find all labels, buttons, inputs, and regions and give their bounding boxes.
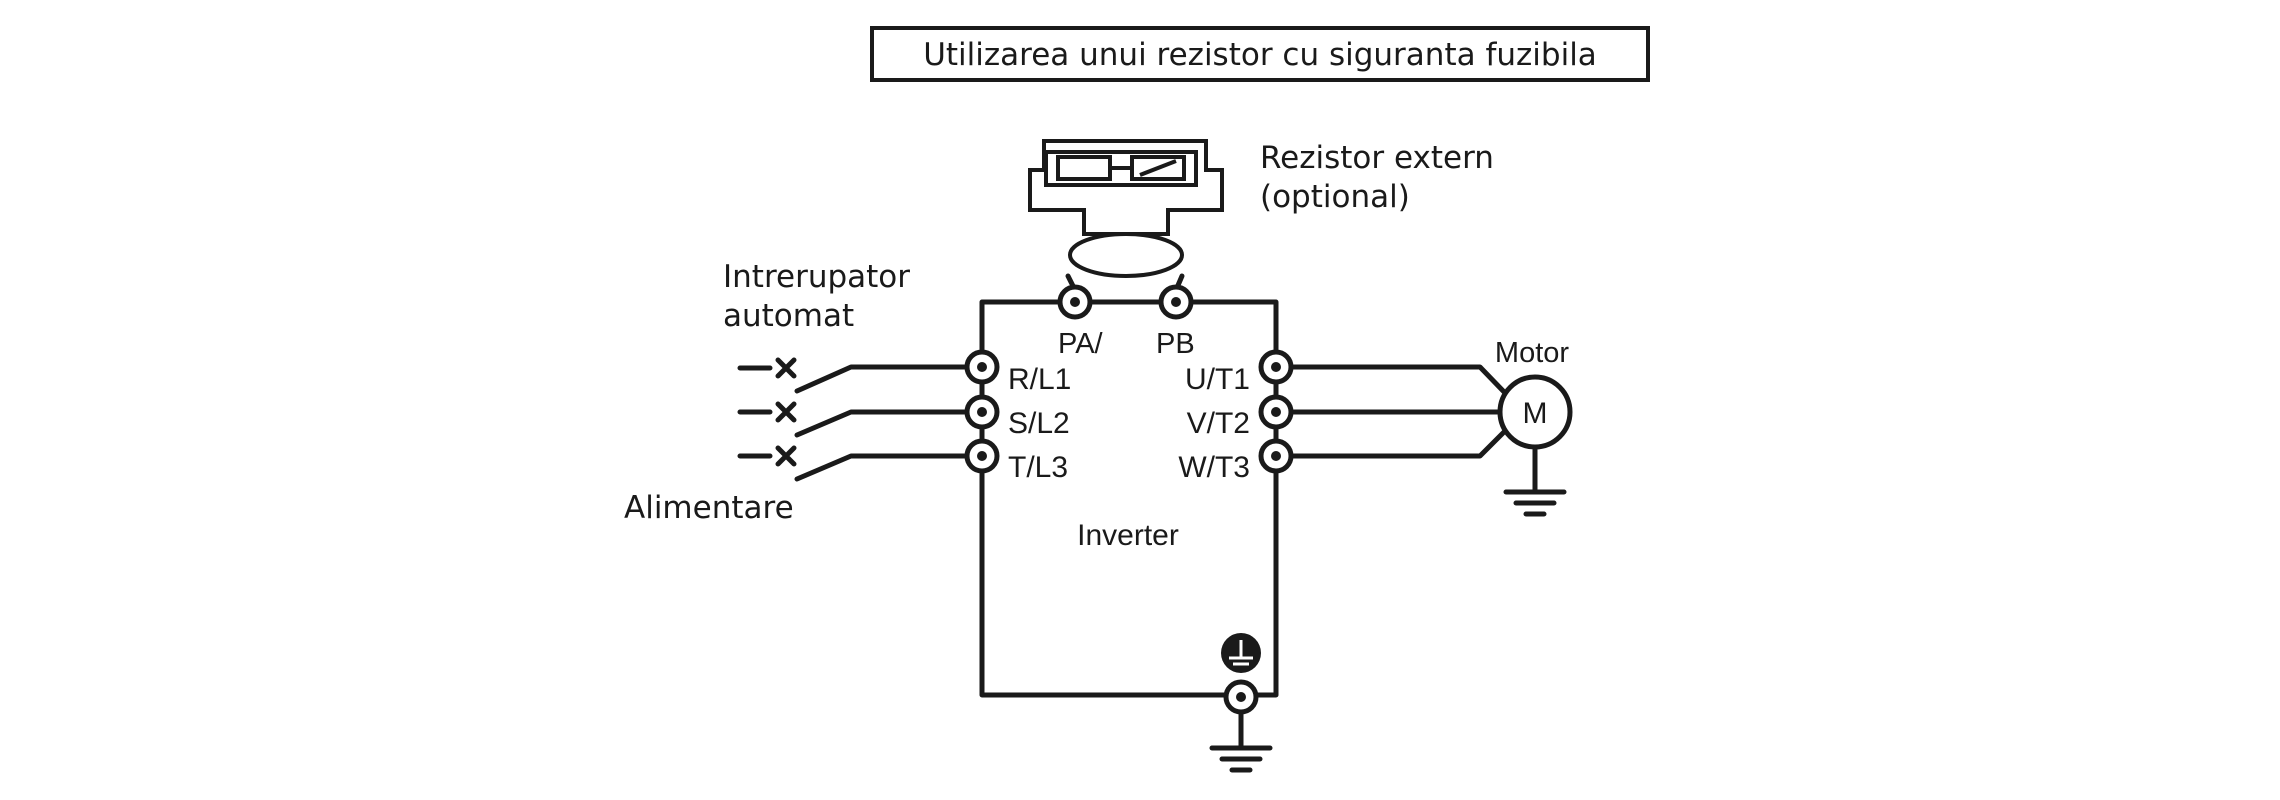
ground-icon [1503, 444, 1567, 517]
terminal-label-s: S/L2 [1008, 407, 1070, 440]
motor: M [1497, 374, 1573, 450]
title-box: Utilizarea unui rezistor cu siguranta fu… [870, 26, 1650, 82]
terminal-w [1258, 438, 1294, 474]
motor-wires [1288, 364, 1511, 459]
inverter-label: Inverter [1077, 519, 1179, 552]
breaker-label-line2: automat [723, 298, 854, 334]
terminal-u [1258, 349, 1294, 385]
page-title: Utilizarea unui rezistor cu siguranta fu… [923, 37, 1597, 73]
breaker-label-line1: Intrerupator [723, 259, 910, 295]
switch-icon [737, 357, 970, 482]
terminal-label-pb: PB [1156, 328, 1195, 360]
terminal-pb [1158, 284, 1194, 320]
resistor-label-line2: (optional) [1260, 179, 1410, 215]
terminal-s [964, 394, 1000, 430]
fuse-icon [1056, 155, 1186, 181]
terminal-t [964, 438, 1000, 474]
supply-label: Alimentare [624, 490, 794, 526]
ground-icon [1209, 709, 1273, 773]
resistor-label-line1: Rezistor extern [1260, 140, 1494, 176]
terminal-r [964, 349, 1000, 385]
terminal-label-t: T/L3 [1008, 451, 1068, 484]
external-resistor [1028, 139, 1224, 293]
ground-icon [1221, 633, 1261, 673]
terminal-label-w: W/T3 [1178, 451, 1250, 484]
terminal-ground [1223, 679, 1259, 715]
terminal-label-r: R/L1 [1008, 363, 1071, 396]
output-terminals [1258, 349, 1294, 474]
terminal-label-pa: PA/ [1058, 328, 1104, 360]
terminal-label-v: V/T2 [1187, 407, 1250, 440]
terminal-pa [1057, 284, 1093, 320]
motor-label: Motor [1495, 337, 1569, 369]
terminal-v [1258, 394, 1294, 430]
motor-symbol: M [1523, 397, 1548, 430]
input-terminals [964, 349, 1000, 474]
terminal-label-u: U/T1 [1185, 363, 1250, 396]
